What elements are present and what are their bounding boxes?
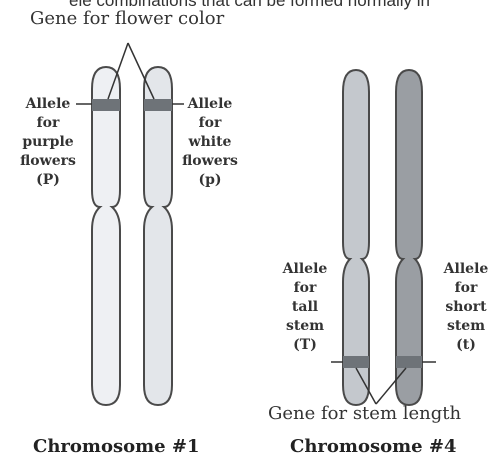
purple-allele-band: [92, 99, 120, 111]
short-allele-band: [396, 356, 422, 368]
chromosome-1-left-chromatid: [92, 67, 120, 405]
tall-allele-label: Allele for tall stem (T): [278, 260, 332, 355]
chromosome-4-left-chromatid: [343, 70, 369, 405]
white-allele-band: [144, 99, 172, 111]
short-allele-label: Allele for short stem (t): [436, 260, 496, 355]
chromosome-4-right-chromatid: [396, 70, 422, 405]
chromosome-1-right-chromatid: [144, 67, 172, 405]
white-allele-label: Allele for white flowers (p): [180, 95, 240, 190]
purple-allele-label: Allele for purple flowers (P): [18, 95, 78, 190]
gene-stem-length-label: Gene for stem length: [268, 403, 461, 424]
tall-allele-band: [343, 356, 369, 368]
chromosome-1-label: Chromosome #1: [33, 436, 199, 457]
chromosome-4-label: Chromosome #4: [290, 436, 456, 457]
